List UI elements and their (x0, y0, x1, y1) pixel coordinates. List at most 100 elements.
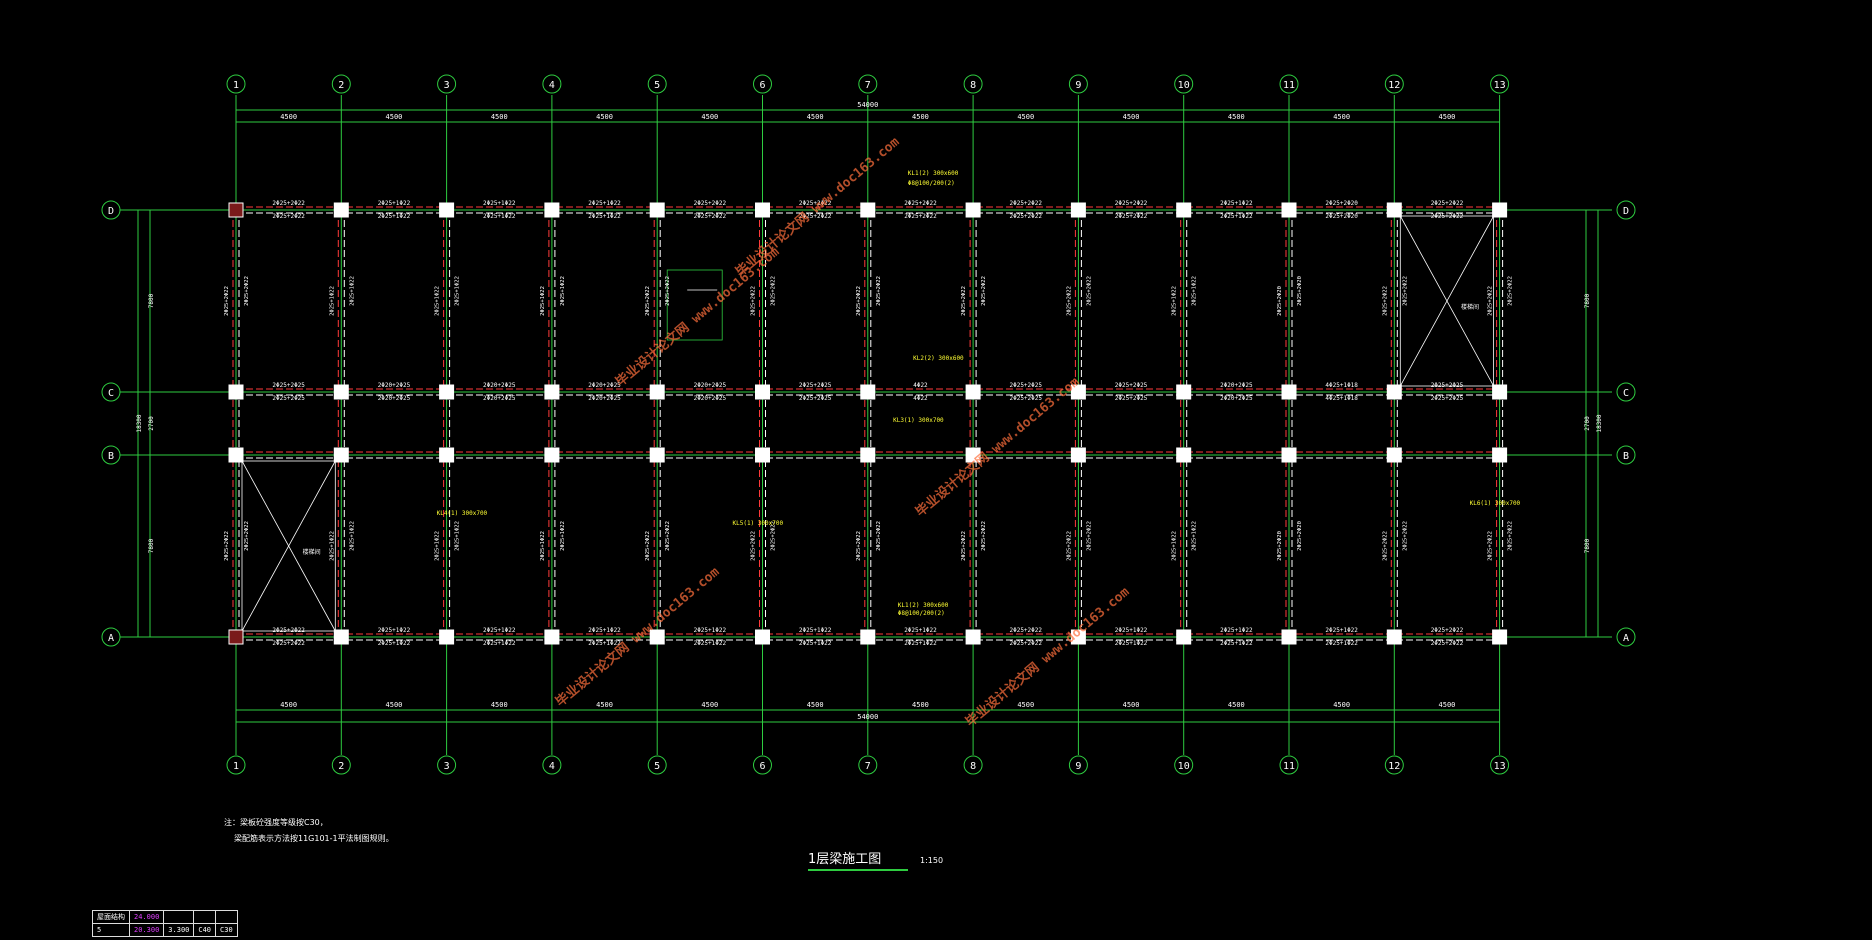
dimension-bay: 4500 (1017, 113, 1034, 121)
axis-label-D: D (108, 206, 114, 217)
room-label: 楼梯间 (303, 548, 321, 556)
beam-rebar-label-vertical: 2Φ25+2Φ22 (1086, 521, 1092, 551)
axis-label-2: 2 (338, 80, 344, 91)
beam-rebar-label: 2Φ25+2Φ22 (272, 640, 305, 647)
beam-rebar-label: 2Φ25+2Φ22 (1009, 200, 1042, 207)
beam-rebar-label: 2Φ25+2Φ25 (1009, 382, 1042, 389)
beam-rebar-label: 2Φ25+2Φ22 (1009, 213, 1042, 220)
stair-opening-cross (241, 460, 336, 632)
beam-rebar-label: 2Φ25+2Φ25 (272, 382, 305, 389)
beam-rebar-label: 2Φ25+1Φ22 (378, 640, 411, 647)
dimension-bay: 4500 (1439, 701, 1456, 709)
axis-label-B: B (108, 451, 114, 462)
beam-rebar-label: 2Φ25+1Φ22 (378, 627, 411, 634)
axis-label-8: 8 (970, 761, 976, 772)
axis-bubble-D (1616, 200, 1636, 220)
dimension-bay: 4500 (1123, 701, 1140, 709)
axis-label-10: 10 (1178, 80, 1190, 91)
beam-rebar-label-vertical: 2Φ25+2Φ22 (224, 531, 230, 561)
axis-label-1: 1 (233, 80, 239, 91)
table-cell (163, 910, 195, 924)
beam-rebar-label: 2Φ25+2Φ22 (1431, 627, 1464, 634)
beam-rebar-label-vertical: 2Φ25+1Φ22 (1192, 521, 1198, 551)
dimension-row: 2700 (1584, 416, 1591, 431)
column-9C (1070, 384, 1086, 400)
column-8C (965, 384, 981, 400)
beam-rebar-label-vertical: 2Φ25+2Φ22 (771, 521, 777, 551)
axis-label-6: 6 (759, 761, 765, 772)
axis-bubble-9 (1068, 755, 1088, 775)
beam-rebar-label: 2Φ25+2Φ22 (1431, 640, 1464, 647)
beam-rebar-label-vertical: 2Φ25+2Φ22 (771, 276, 777, 306)
axis-bubble-10 (1174, 755, 1194, 775)
beam-rebar-label: 2Φ25+2Φ25 (799, 395, 832, 402)
beam-rebar-label: 2Φ25+1Φ22 (588, 627, 621, 634)
beam-rebar-label-vertical: 2Φ25+2Φ22 (1508, 276, 1514, 306)
column-1A (228, 629, 244, 645)
axis-label-C: C (1623, 388, 1629, 399)
column-7C (860, 384, 876, 400)
beam-rebar-label: 2Φ20+2Φ25 (483, 382, 516, 389)
beam-rebar-label: 2Φ25+1Φ22 (588, 213, 621, 220)
beam-rebar-label-vertical: 2Φ25+2Φ22 (1402, 521, 1408, 551)
beam-rebar-label-vertical: 2Φ25+2Φ22 (876, 276, 882, 306)
axis-label-B: B (1623, 451, 1629, 462)
beam-rebar-label: 2Φ25+2Φ22 (272, 627, 305, 634)
beam-rebar-label-vertical: 2Φ25+2Φ22 (961, 286, 967, 316)
watermark-text: 毕业设计论文网 www.doc163.com (912, 374, 1082, 520)
column-6A (755, 629, 770, 645)
table-row: 屋面结构 24.000 (92, 910, 238, 924)
beam-rebar-label-vertical: 2Φ25+1Φ22 (435, 286, 441, 316)
beam-rebar-label: 2Φ25+1Φ22 (378, 213, 411, 220)
beam-rebar-label-vertical: 2Φ25+2Φ20 (1277, 531, 1283, 561)
dimension-row: 7800 (1584, 538, 1591, 553)
axis-bubble-4 (542, 755, 562, 775)
beam-rebar-label-vertical: 2Φ25+1Φ22 (560, 276, 566, 306)
beam-rebar-label-vertical: 2Φ25+2Φ22 (1488, 286, 1494, 316)
beam-rebar-label-vertical: 2Φ25+1Φ22 (349, 276, 355, 306)
table-cell: 屋面结构 (92, 910, 130, 924)
axis-bubble-7 (858, 755, 878, 775)
beam-callout: KL1(2) 300x600 (898, 602, 949, 609)
beam-callout: Φ8@100/200(2) (898, 610, 945, 617)
column-3C (439, 384, 455, 400)
beam-rebar-label-vertical: 2Φ25+2Φ22 (224, 286, 230, 316)
beam-rebar-label-vertical: 2Φ25+2Φ22 (751, 531, 757, 561)
axis-label-13: 13 (1494, 761, 1506, 772)
beam-rebar-label: 2Φ25+2Φ22 (1009, 640, 1042, 647)
beam-rebar-label: 2Φ25+1Φ22 (799, 627, 832, 634)
beam-rebar-label-vertical: 2Φ25+2Φ22 (1402, 276, 1408, 306)
axis-bubble-A (1616, 627, 1636, 647)
beam-rebar-label-vertical: 2Φ25+2Φ22 (1066, 286, 1072, 316)
axis-bubble-1 (226, 755, 246, 775)
dimension-bay: 4500 (491, 113, 508, 121)
column-4B (544, 447, 560, 463)
beam-rebar-label: 2Φ25+1Φ22 (904, 627, 937, 634)
beam-rebar-label: 4Φ22 (913, 382, 928, 389)
table-row: 5 20.300 3.300 C40 C30 (92, 923, 238, 937)
general-note-line-1: 注：梁板砼强度等级按C30， (224, 818, 328, 827)
column-11B (1281, 447, 1297, 463)
axis-label-A: A (108, 633, 114, 644)
column-7A (860, 629, 876, 645)
axis-bubble-10 (1174, 74, 1194, 94)
column-10A (1176, 629, 1192, 645)
beam-rebar-label: 2Φ25+2Φ25 (1431, 382, 1464, 389)
beam-rebar-label: 2Φ25+1Φ22 (1325, 640, 1358, 647)
table-cell: C40 (193, 923, 217, 937)
dimension-bay: 4500 (280, 113, 297, 121)
column-1D (228, 202, 244, 218)
column-13C (1492, 384, 1508, 400)
beam-rebar-label-vertical: 2Φ25+1Φ22 (560, 521, 566, 551)
axis-label-4: 4 (549, 761, 555, 772)
axis-label-1: 1 (233, 761, 239, 772)
column-13B (1492, 447, 1508, 463)
beam-callout: KL2(2) 300x600 (913, 355, 964, 362)
beam-rebar-label-vertical: 2Φ25+2Φ22 (645, 286, 651, 316)
beam-rebar-label: 2Φ25+2Φ22 (904, 213, 937, 220)
axis-bubble-7 (858, 74, 878, 94)
column-9B (1070, 447, 1086, 463)
beam-rebar-label-vertical: 2Φ25+2Φ22 (1086, 276, 1092, 306)
beam-rebar-label-vertical: 2Φ25+2Φ22 (751, 286, 757, 316)
column-2C (333, 384, 349, 400)
